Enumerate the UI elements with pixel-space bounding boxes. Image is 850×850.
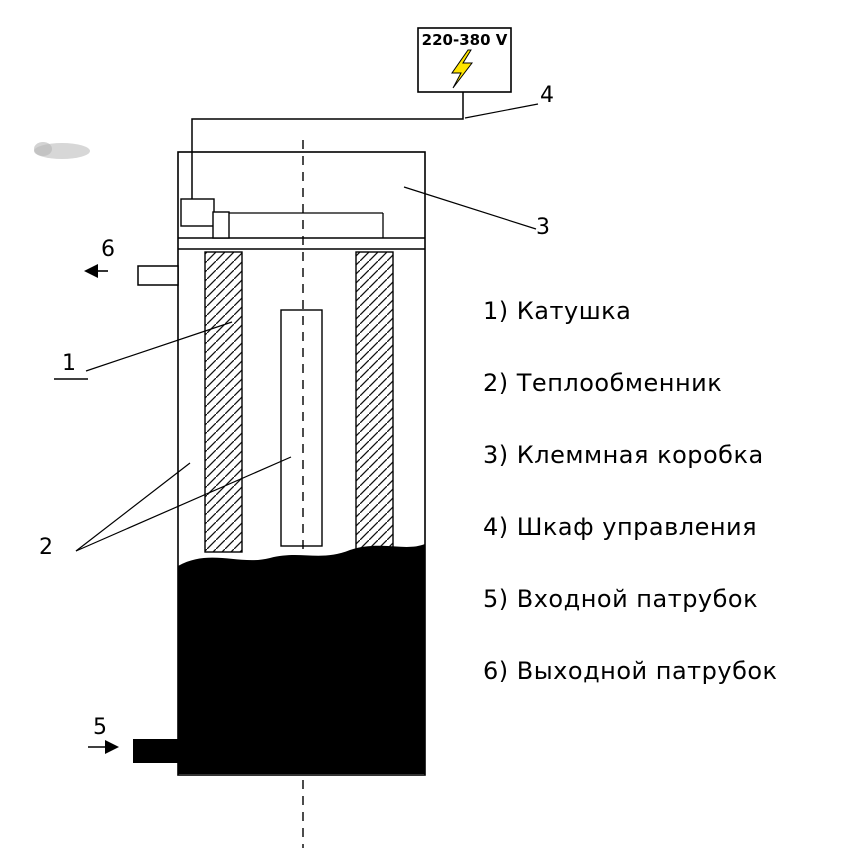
legend-item-4: 4) Шкаф управления	[483, 513, 758, 541]
callout-3: 3	[536, 215, 550, 240]
terminal-connector	[212, 211, 230, 239]
callout-1: 1	[62, 351, 76, 376]
legend-item-3: 3) Клеммная коробка	[483, 441, 764, 469]
legend-item-6: 6) Выходной патрубок	[483, 657, 778, 685]
coil-left-hatch	[204, 251, 243, 553]
leader-line-2b	[75, 456, 292, 552]
legend-item-1: 1) Катушка	[483, 297, 632, 325]
inlet-pipe	[133, 739, 179, 763]
legend-item-5: 5) Входной патрубок	[483, 585, 759, 613]
legend-item-2: 2) Теплообменник	[483, 369, 723, 397]
leader-line-2a	[75, 462, 191, 552]
liquid-fill	[178, 544, 425, 774]
outlet-arrow-head	[84, 264, 98, 278]
heat-exchanger-tube	[280, 309, 323, 547]
power-wire	[191, 92, 464, 199]
lightning-icon	[451, 49, 474, 89]
leader-line-1	[85, 321, 233, 372]
photo-artifact	[34, 142, 52, 156]
voltage-label: 220-380 V	[421, 31, 508, 49]
terminal-connector	[180, 198, 215, 227]
leader-line-3	[403, 186, 537, 230]
callout-4: 4	[540, 83, 554, 108]
leader-line-4	[464, 103, 539, 119]
coil-right-hatch	[355, 251, 394, 553]
inlet-arrow-head	[105, 740, 119, 754]
callout-2: 2	[39, 535, 53, 560]
outlet-pipe	[137, 265, 179, 286]
callout-5: 5	[93, 715, 107, 740]
callout-6: 6	[101, 237, 115, 262]
